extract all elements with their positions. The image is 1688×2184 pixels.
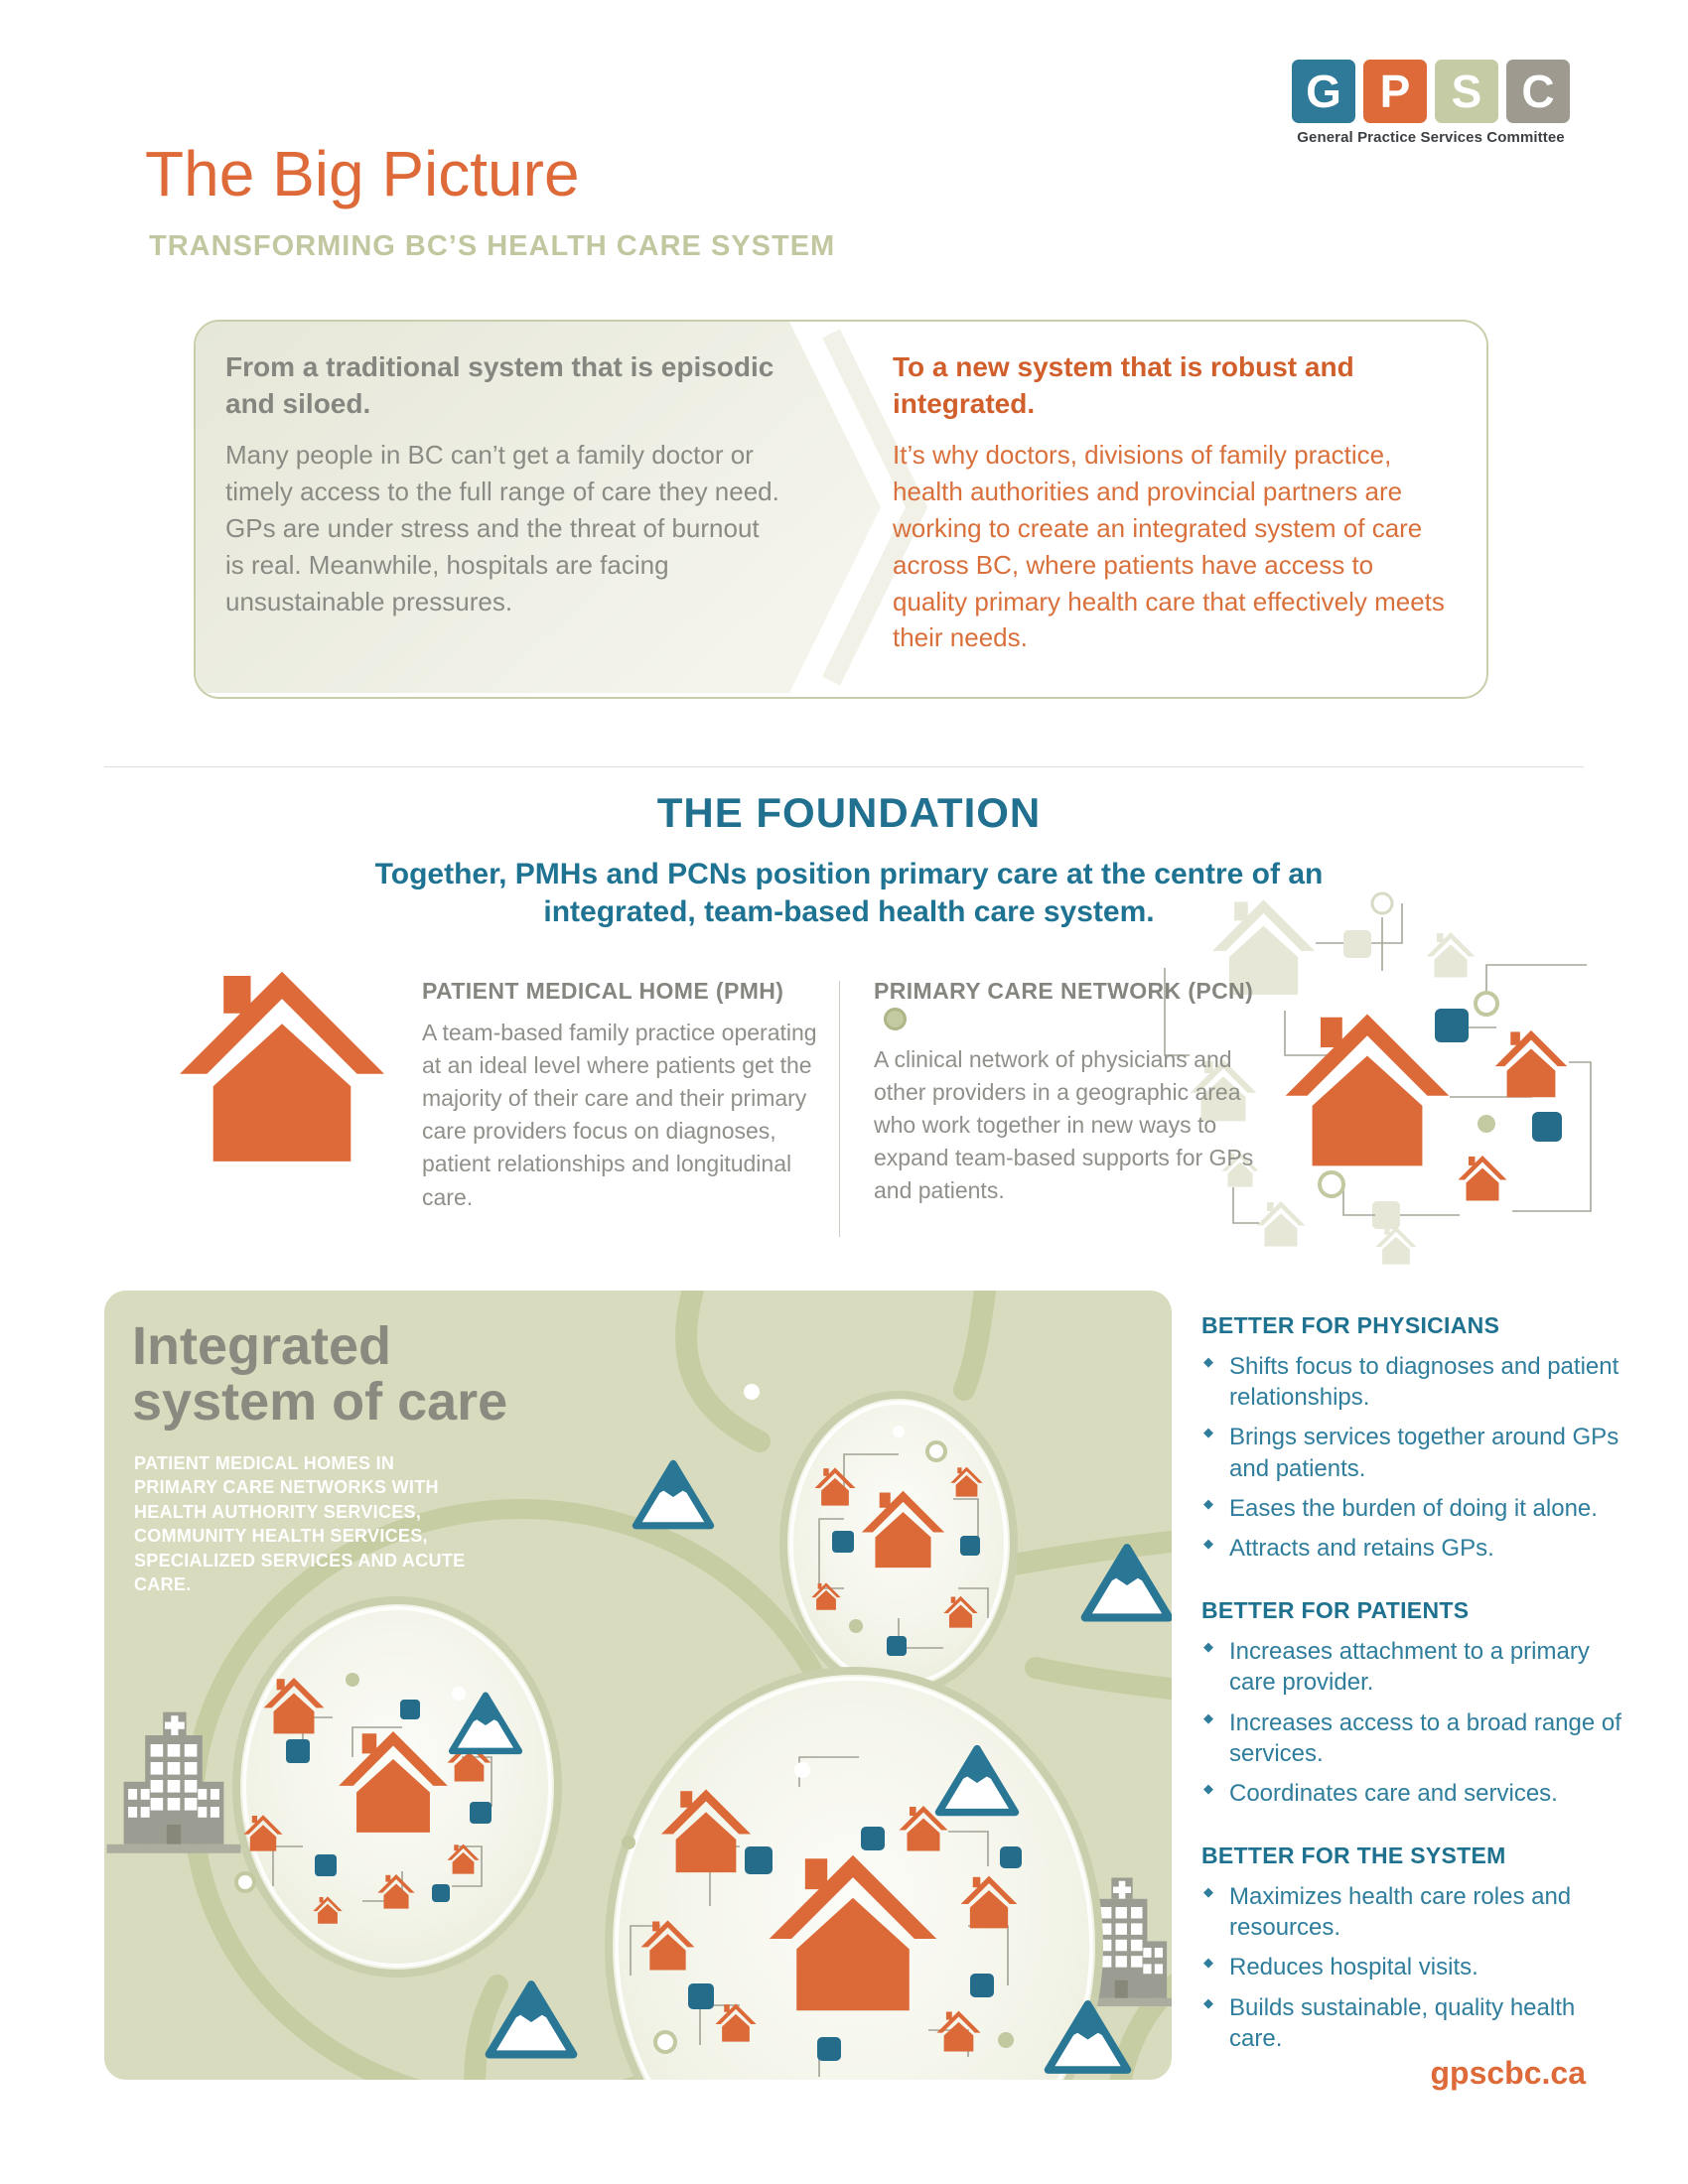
list-item-text: Attracts and retains GPs.	[1229, 1534, 1494, 1562]
to-column: To a new system that is robust and integ…	[893, 349, 1455, 656]
gpsc-logo: G P S C General Practice Services Commit…	[1286, 60, 1576, 146]
pcn-network-graphic	[1164, 891, 1592, 1265]
care-map-graphic	[106, 1291, 1172, 2080]
from-heading: From a traditional system that is episod…	[225, 351, 774, 419]
from-body: Many people in BC can’t get a family doc…	[225, 439, 779, 616]
list-item: ◆ Increases attachment to a primary care …	[1201, 1636, 1630, 1698]
diamond-bullet-icon: ◆	[1203, 1884, 1213, 1900]
list-item-text: Coordinates care and services.	[1229, 1779, 1558, 1807]
foundation-title: THE FOUNDATION	[656, 789, 1042, 836]
list-item-text: Reduces hospital visits.	[1229, 1954, 1478, 1981]
benefits-patients-heading: BETTER FOR PATIENTS	[1201, 1597, 1470, 1624]
list-item-text: Increases access to a broad range of ser…	[1229, 1708, 1621, 1767]
gpsc-logo-squares: G P S C	[1286, 60, 1576, 123]
diamond-bullet-icon: ◆	[1203, 1780, 1213, 1796]
column-divider	[839, 981, 840, 1237]
list-item: ◆ Brings services together around GPs and…	[1201, 1422, 1630, 1483]
diamond-bullet-icon: ◆	[1203, 1535, 1213, 1551]
list-item: ◆ Maximizes health care roles and resourc…	[1201, 1881, 1630, 1943]
section-divider	[104, 766, 1584, 767]
foundation-subtitle: Together, PMHs and PCNs position primary…	[374, 858, 1324, 928]
benefits-column: BETTER FOR PHYSICIANS ◆ Shifts focus to d…	[1201, 1312, 1630, 2063]
to-body: It’s why doctors, divisions of family pr…	[893, 439, 1445, 653]
benefits-physicians-heading: BETTER FOR PHYSICIANS	[1201, 1312, 1500, 1338]
diamond-bullet-icon: ◆	[1203, 1354, 1213, 1369]
pmh-body: A team-based family practice operating a…	[422, 1020, 817, 1210]
page-title: The Big Picture	[145, 138, 580, 209]
list-item: ◆ Shifts focus to diagnoses and patient r…	[1201, 1351, 1630, 1413]
list-item-text: Brings services together around GPs and …	[1229, 1424, 1619, 1482]
diamond-bullet-icon: ◆	[1203, 1994, 1213, 2010]
map-title-line2: system of care	[132, 1372, 508, 1433]
list-item: ◆ Builds sustainable, quality health care…	[1201, 1992, 1630, 2054]
pcn-heading: PRIMARY CARE NETWORK (PCN)	[874, 978, 1273, 1031]
pcn-heading-text: PRIMARY CARE NETWORK (PCN)	[874, 978, 1254, 1004]
diamond-bullet-icon: ◆	[1203, 1639, 1213, 1655]
diamond-bullet-icon: ◆	[1203, 1709, 1213, 1725]
logo-caption: General Practice Services Committee	[1297, 129, 1565, 146]
integrated-system-panel: Integrated system of care PATIENT MEDICA…	[104, 1291, 1172, 2080]
from-column: From a traditional system that is episod…	[225, 349, 781, 619]
to-heading: To a new system that is robust and integ…	[893, 351, 1354, 419]
pcn-body: A clinical network of physicians and oth…	[874, 1046, 1254, 1204]
benefits-system-heading: BETTER FOR THE SYSTEM	[1201, 1843, 1506, 1869]
chevron-arrow-graphic	[196, 322, 928, 693]
benefits-system-list: ◆ Maximizes health care roles and resourc…	[1201, 1881, 1630, 2054]
network-node-icon	[884, 1008, 907, 1031]
comparison-box: From a traditional system that is episod…	[194, 320, 1488, 699]
hospital-icon	[106, 1711, 241, 1853]
website-url: gpscbc.ca	[1430, 2055, 1586, 2091]
map-title-line1: Integrated	[132, 1316, 392, 1376]
list-item-text: Eases the burden of doing it alone.	[1229, 1494, 1598, 1522]
list-item-text: Maximizes health care roles and resource…	[1229, 1883, 1572, 1942]
map-caption: PATIENT MEDICAL HOMES IN PRIMARY CARE NE…	[134, 1453, 466, 1595]
pcn-column: PRIMARY CARE NETWORK (PCN) A clinical ne…	[874, 978, 1273, 1208]
mountain-icon	[635, 1463, 710, 1525]
diamond-bullet-icon: ◆	[1203, 1955, 1213, 1971]
logo-letter-g: G	[1292, 60, 1355, 123]
list-item: ◆ Reduces hospital visits.	[1201, 1952, 1630, 1982]
list-item-text: Builds sustainable, quality health care.	[1229, 1993, 1576, 2052]
list-item: ◆ Increases access to a broad range of se…	[1201, 1707, 1630, 1769]
pmh-column: PATIENT MEDICAL HOME (PMH) A team-based …	[422, 978, 821, 1214]
list-item: ◆ Attracts and retains GPs.	[1201, 1533, 1630, 1564]
list-item: ◆ Eases the burden of doing it alone.	[1201, 1493, 1630, 1524]
benefits-patients-list: ◆ Increases attachment to a primary care …	[1201, 1636, 1630, 1809]
list-item-text: Increases attachment to a primary care p…	[1229, 1638, 1590, 1697]
logo-letter-p: P	[1363, 60, 1427, 123]
diamond-bullet-icon: ◆	[1203, 1425, 1213, 1440]
diamond-bullet-icon: ◆	[1203, 1495, 1213, 1511]
list-item: ◆ Coordinates care and services.	[1201, 1778, 1630, 1809]
benefits-physicians-list: ◆ Shifts focus to diagnoses and patient r…	[1201, 1351, 1630, 1564]
logo-letter-c: C	[1506, 60, 1570, 123]
page-subtitle: TRANSFORMING BC’S HEALTH CARE SYSTEM	[149, 230, 836, 262]
list-item-text: Shifts focus to diagnoses and patient re…	[1229, 1353, 1619, 1412]
house-icon	[180, 971, 384, 1161]
pmh-heading: PATIENT MEDICAL HOME (PMH)	[422, 978, 784, 1004]
logo-letter-s: S	[1435, 60, 1498, 123]
map-title: Integrated system of care	[132, 1318, 507, 1430]
